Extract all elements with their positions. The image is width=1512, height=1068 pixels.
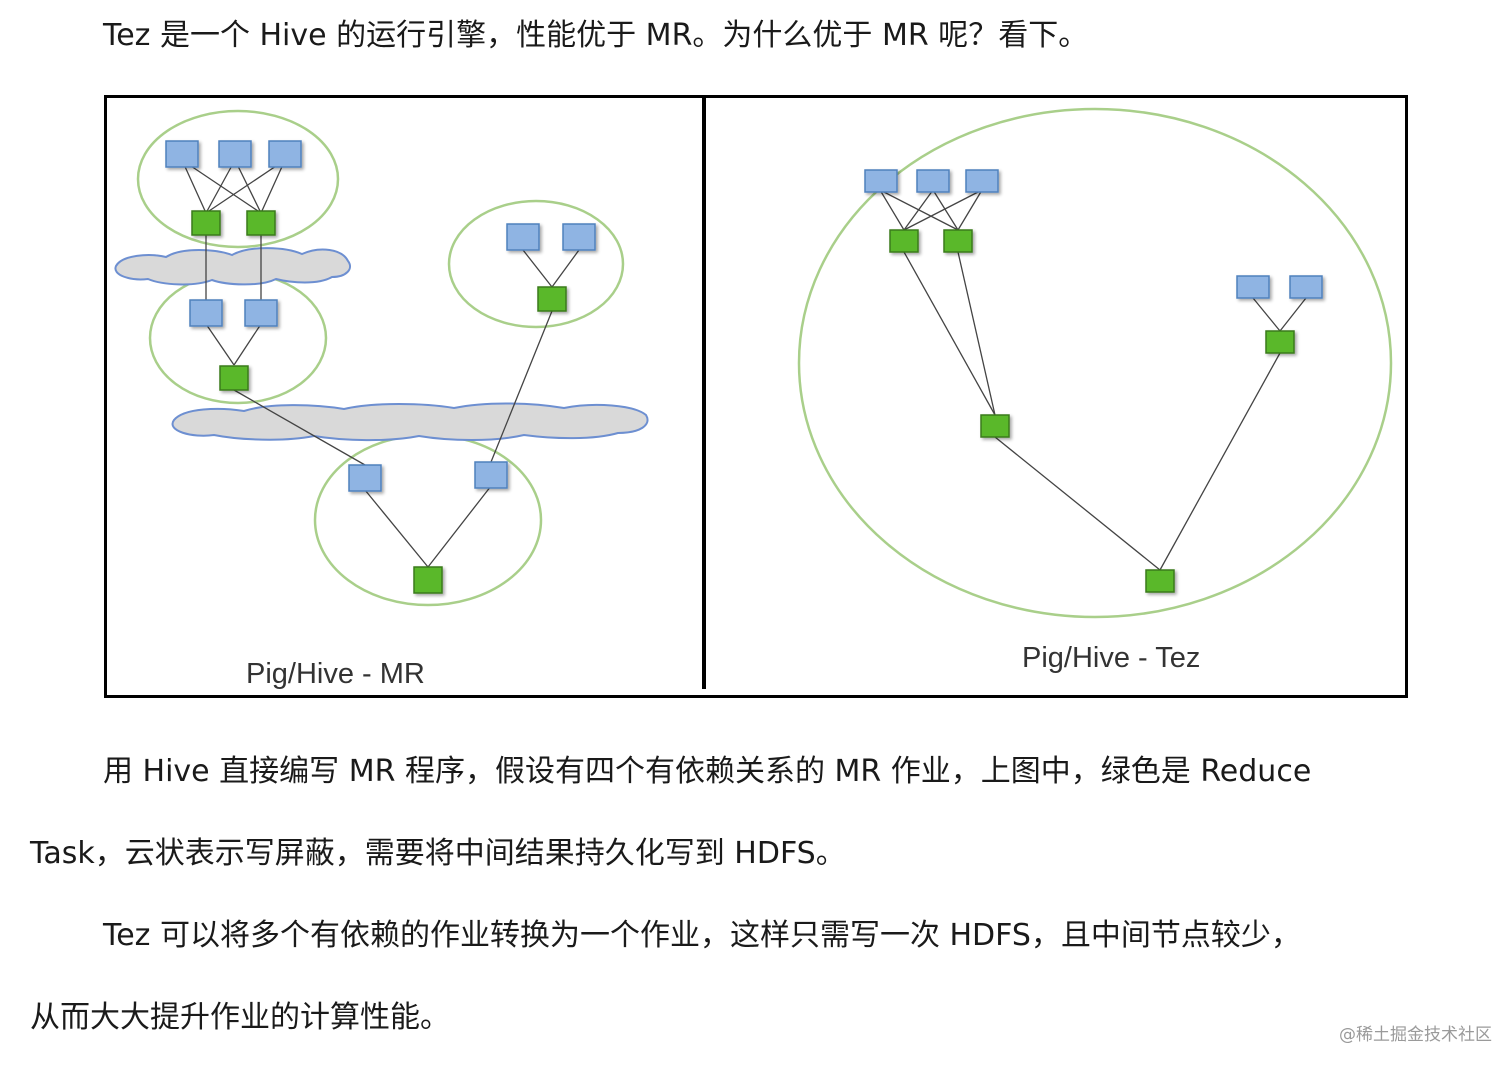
mr-map-task — [165, 140, 199, 168]
tez-job-ellipse — [797, 107, 1393, 619]
tez-reduce-task — [1265, 330, 1295, 354]
mr-map-task — [474, 461, 508, 489]
mr-explanation-line-1: 用 Hive 直接编写 MR 程序，假设有四个有依赖关系的 MR 作业，上图中，… — [103, 754, 1312, 789]
mr-job-1-ellipse — [136, 109, 340, 249]
tez-caption: Pig/Hive - Tez — [1022, 642, 1200, 674]
mr-reduce-task — [191, 210, 221, 236]
write-barrier-cloud-1 — [114, 247, 351, 286]
mr-caption: Pig/Hive - MR — [246, 658, 425, 690]
tez-explanation-line-1: Tez 可以将多个有依赖的作业转换为一个作业，这样只需写一次 HDFS，且中间节… — [103, 918, 1301, 953]
tez-reduce-task — [1145, 569, 1175, 593]
mr-explanation-line-2: Task，云状表示写屏蔽，需要将中间结果持久化写到 HDFS。 — [30, 836, 846, 871]
tez-diagram: Pig/Hive - Tez — [797, 107, 1393, 674]
mr-map-task — [506, 223, 540, 251]
mr-map-task — [244, 299, 278, 327]
tez-explanation-line-2: 从而大大提升作业的计算性能。 — [30, 1000, 450, 1035]
tez-reduce-task — [980, 414, 1010, 438]
source-watermark: @稀土掘金技术社区 — [1339, 1025, 1492, 1045]
mr-diagram: Pig/Hive - MR — [114, 109, 649, 690]
mr-map-task — [218, 140, 252, 168]
intro-paragraph: Tez 是一个 Hive 的运行引擎，性能优于 MR。为什么优于 MR 呢？看下… — [103, 18, 1089, 53]
figure-frame — [104, 95, 1408, 698]
tez-map-task — [916, 169, 950, 193]
tez-reduce-task — [889, 229, 919, 253]
tez-edges — [879, 189, 1307, 571]
mr-map-task — [562, 223, 596, 251]
mr-reduce-task — [537, 286, 567, 312]
mr-vs-tez-figure: Pig/Hive - MR — [104, 95, 1408, 698]
mr-map-task — [189, 299, 223, 327]
mr-reduce-task — [246, 210, 276, 236]
mr-reduce-task — [413, 566, 443, 594]
tez-map-task — [864, 169, 898, 193]
tez-map-task — [1289, 275, 1323, 299]
tez-reduce-task — [943, 229, 973, 253]
mr-reduce-task — [219, 365, 249, 391]
tez-map-task — [1236, 275, 1270, 299]
mr-map-task — [268, 140, 302, 168]
mr-edges — [181, 159, 580, 568]
mr-job-3-ellipse — [447, 199, 625, 329]
mr-map-task — [348, 464, 382, 492]
tez-map-task — [965, 169, 999, 193]
